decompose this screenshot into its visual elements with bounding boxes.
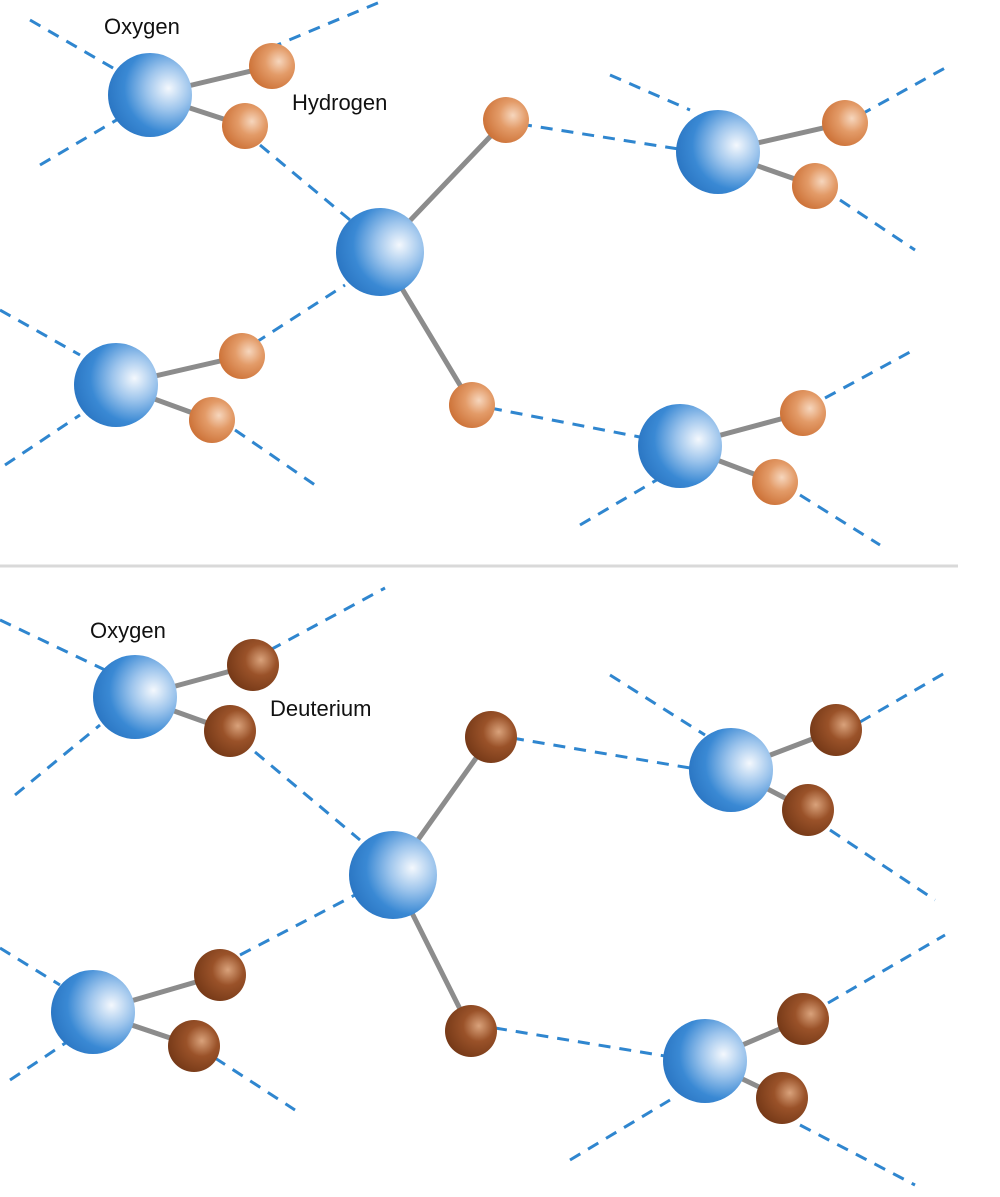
deuterium-atom [168,1020,220,1072]
hydrogen-bond [0,308,81,357]
hydrogen-bond [569,1098,671,1162]
oxygen-atom [74,343,158,427]
hydrogen-bond [824,350,911,400]
water-molecule [108,43,295,149]
hydrogen-bond [579,476,661,527]
hydrogen-label: Hydrogen [292,90,387,115]
oxygen-atom [336,208,424,296]
hydrogen-bonds [0,586,951,1187]
hydrogen-bond [609,73,691,112]
hydrogen-bond [859,668,951,724]
hydrogen-bond [269,0,381,50]
water-molecule [676,100,868,209]
deuterium-atom [204,705,256,757]
panel-deuterium: Oxygen Deuterium [0,586,951,1187]
hydrogen-bond [494,1026,666,1058]
hydrogen-bonds [0,0,946,547]
hydrogen-bond [511,736,691,770]
hydrogen-bond [839,198,916,252]
hydrogen-bond [234,428,316,487]
oxygen-atom [51,970,135,1054]
hydrogen-bond [239,893,356,957]
hydrogen-atom [189,397,235,443]
hydrogen-bond [4,413,81,467]
hydrogen-atom [219,333,265,379]
deuterium-atom [810,704,862,756]
hydrogen-bond [799,1123,916,1187]
deuterium-atom [445,1005,497,1057]
hydrogen-bond [827,933,946,1005]
panel-hydrogen: Oxygen Hydrogen [0,0,946,547]
hydrogen-bond [254,283,346,345]
hydrogen-bond [829,828,936,902]
hydrogen-bond [254,750,361,842]
hydrogen-atom [780,390,826,436]
oxygen-atom [93,655,177,739]
hydrogen-atom [752,459,798,505]
oxygen-atom [676,110,760,194]
oxygen-atom [349,831,437,919]
deuterium-atom [465,711,517,763]
hydrogen-bond [214,1056,296,1112]
hydrogen-atom [449,382,495,428]
hydrogen-bond [859,66,946,117]
hydrogen-bond [14,723,101,797]
water-molecule [93,639,279,757]
hydrogen-bond [259,143,351,222]
hydrogen-bond [269,586,386,652]
hydrogen-bond [39,113,126,167]
hydrogen-bond [519,122,686,152]
hydrogen-bond [0,946,61,987]
deuterium-atom [756,1072,808,1124]
deuterium-atom [194,949,246,1001]
hydrogen-bond [29,18,126,77]
hydrogen-bond [609,673,706,737]
oxygen-atom [689,728,773,812]
deuterium-label: Deuterium [270,696,371,721]
water-molecule [74,333,265,443]
water-molecule [638,390,826,505]
hydrogen-bond [9,1038,71,1082]
deuterium-atom [227,639,279,691]
oxygen-atom [638,404,722,488]
water-molecule [349,711,517,1057]
hydrogen-bond [489,406,646,440]
hydrogen-atom [792,163,838,209]
hydrogen-atom [249,43,295,89]
water-molecule [51,949,246,1072]
oxygen-atom [663,1019,747,1103]
hydrogen-bond [799,493,881,547]
hydrogen-atom [822,100,868,146]
deuterium-atom [782,784,834,836]
deuterium-atom [777,993,829,1045]
water-molecule [689,704,862,836]
water-molecule [336,97,529,428]
oxygen-label: Oxygen [104,14,180,39]
hydrogen-atom [483,97,529,143]
water-molecule [663,993,829,1124]
hydrogen-atom [222,103,268,149]
oxygen-label: Oxygen [90,618,166,643]
oxygen-atom [108,53,192,137]
